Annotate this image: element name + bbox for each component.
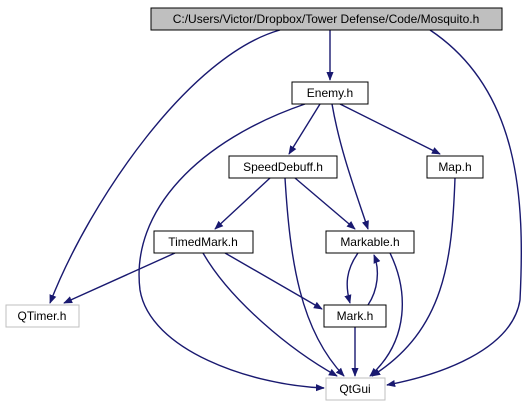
edge-timedmark-to-mark <box>224 252 323 310</box>
node-box-qtgui <box>325 377 386 401</box>
node-box-qtimer <box>5 304 80 328</box>
node-label-markable: Markable.h <box>340 235 399 249</box>
node-box-mosquito <box>150 7 503 31</box>
node-mosquito-h[interactable]: C:/Users/Victor/Dropbox/Tower Defense/Co… <box>150 7 503 31</box>
node-box-speeddebuff <box>228 155 338 179</box>
edge-mark-to-markable <box>367 254 381 306</box>
node-label-mark: Mark.h <box>337 309 374 323</box>
edge-timedmark-to-qtgui <box>202 252 338 377</box>
node-timedmark-h[interactable]: TimedMark.h <box>153 230 254 254</box>
node-label-mosquito: C:/Users/Victor/Dropbox/Tower Defense/Co… <box>173 12 480 26</box>
edge-enemy-to-map <box>339 103 441 155</box>
edge-markable-to-mark <box>344 252 359 304</box>
node-mark-h[interactable]: Mark.h <box>323 304 387 328</box>
node-box-mark <box>323 304 387 328</box>
node-label-enemy: Enemy.h <box>307 86 353 100</box>
edge-speeddebuff-to-timedmark <box>214 177 271 230</box>
edge-enemy-to-markable <box>331 103 369 230</box>
edge-map-to-qtgui <box>371 177 456 377</box>
edge-enemy-to-speeddebuff <box>288 103 321 155</box>
node-enemy-h[interactable]: Enemy.h <box>291 81 369 105</box>
node-box-timedmark <box>153 230 254 254</box>
edge-markable-to-qtgui <box>369 252 403 377</box>
node-speeddebuff-h[interactable]: SpeedDebuff.h <box>228 155 338 179</box>
edge-mosquito-to-qtimer <box>49 29 281 304</box>
node-label-qtgui: QtGui <box>339 382 370 396</box>
edge-enemy-to-qtgui <box>138 103 325 392</box>
node-box-markable <box>325 230 415 254</box>
edge-mosquito-to-qtgui <box>386 29 523 388</box>
edge-speeddebuff-to-markable <box>294 177 356 230</box>
node-label-qtimer: QTimer.h <box>18 309 67 323</box>
node-box-enemy <box>291 81 369 105</box>
node-label-timedmark: TimedMark.h <box>168 235 238 249</box>
node-map-h[interactable]: Map.h <box>426 155 484 179</box>
edge-timedmark-to-qtimer <box>63 252 176 304</box>
edges-layer <box>49 29 523 392</box>
edge-speeddebuff-to-qtgui <box>284 177 345 377</box>
node-markable-h[interactable]: Markable.h <box>325 230 415 254</box>
node-box-map <box>426 155 484 179</box>
node-qtimer-h[interactable]: QTimer.h <box>5 304 80 328</box>
node-label-speeddebuff: SpeedDebuff.h <box>243 160 323 174</box>
node-qtgui[interactable]: QtGui <box>325 377 386 401</box>
node-label-map: Map.h <box>438 160 471 174</box>
nodes-layer: C:/Users/Victor/Dropbox/Tower Defense/Co… <box>5 7 503 401</box>
